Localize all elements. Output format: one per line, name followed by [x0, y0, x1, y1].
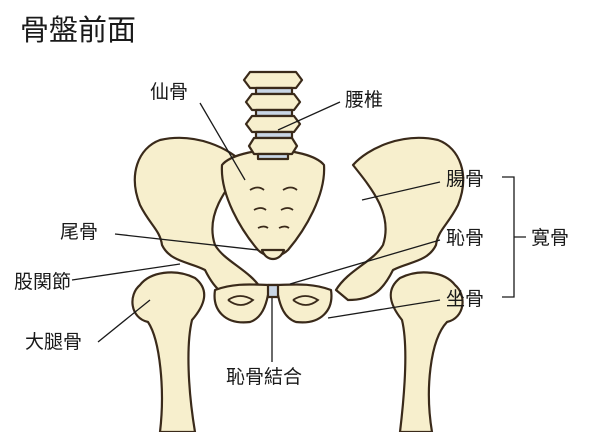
coccyx — [260, 248, 286, 261]
label-ilium: 腸骨 — [446, 168, 485, 190]
label-coccyx: 尾骨 — [60, 221, 99, 243]
symphysis-disc — [266, 283, 280, 299]
label-lumbar: 腰椎 — [345, 89, 384, 111]
left-femur — [131, 271, 206, 432]
lumbar-vertebrae — [242, 70, 304, 161]
label-hip-joint: 股関節 — [14, 271, 72, 293]
hipbone-bracket — [502, 176, 526, 298]
right-femur — [389, 271, 464, 432]
label-sacrum: 仙骨 — [150, 81, 189, 103]
right-ilium — [334, 136, 465, 302]
label-pubic-symphysis: 恥骨結合 — [226, 366, 303, 388]
label-pubis: 恥骨 — [446, 227, 485, 249]
label-hipbone: 寛骨 — [531, 227, 570, 249]
page-title: 骨盤前面 — [20, 13, 137, 47]
label-femur: 大腿骨 — [25, 331, 83, 353]
leader-lines — [71, 101, 526, 362]
label-ischium: 坐骨 — [446, 288, 485, 310]
